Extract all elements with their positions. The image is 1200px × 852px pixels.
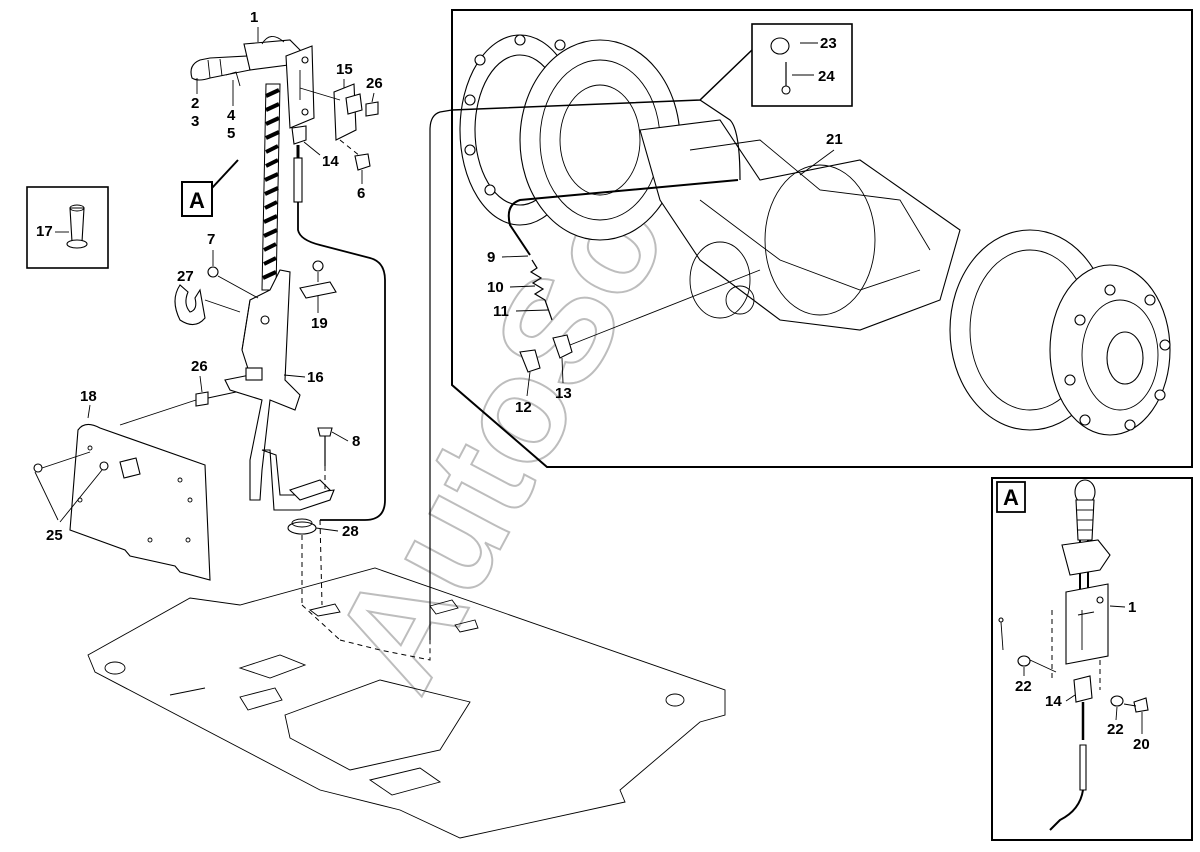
detail-callout-14: 14 bbox=[1045, 693, 1062, 710]
callout-1: 1 bbox=[250, 9, 258, 26]
bracket-16 bbox=[224, 269, 301, 501]
switch-19 bbox=[299, 281, 337, 299]
callout-28: 28 bbox=[342, 523, 359, 540]
screw-8 bbox=[317, 427, 333, 437]
detail-washer-22-right bbox=[1110, 695, 1124, 707]
callout-8: 8 bbox=[352, 433, 360, 450]
callout-24: 24 bbox=[818, 68, 835, 85]
clip-26-top bbox=[365, 101, 379, 117]
parking-lever-assembly bbox=[174, 36, 431, 661]
detail-view-a: A 1 22 14 bbox=[991, 477, 1193, 841]
bracket-23 bbox=[770, 37, 790, 55]
callout-12: 12 bbox=[515, 399, 532, 416]
detail-callout-22-left: 22 bbox=[1015, 678, 1032, 695]
cable-clevis bbox=[552, 334, 573, 359]
detail-bolt-20 bbox=[1133, 697, 1149, 713]
callout-11: 11 bbox=[493, 303, 509, 320]
detail-washer-22-left bbox=[1017, 655, 1031, 667]
axle-inset: 23 24 21 9 10 11 12 13 bbox=[429, 9, 1193, 640]
nut-6 bbox=[354, 153, 371, 171]
right-wheel-hub bbox=[949, 229, 1171, 436]
callout-4: 4 bbox=[227, 107, 236, 124]
callout-19: 19 bbox=[311, 315, 328, 332]
detail-callout-22-right: 22 bbox=[1107, 721, 1124, 738]
callout-18: 18 bbox=[80, 388, 97, 405]
callout-27: 27 bbox=[177, 268, 194, 285]
callout-7: 7 bbox=[207, 231, 215, 248]
view-tag-a: A bbox=[189, 188, 205, 213]
callout-10: 10 bbox=[487, 279, 504, 296]
cable-clevis-14 bbox=[291, 125, 307, 145]
left-wheel-hub bbox=[459, 34, 681, 241]
detail-plate-1 bbox=[1065, 583, 1109, 665]
callout-2: 2 bbox=[191, 95, 199, 112]
rivet-nut bbox=[69, 207, 85, 243]
detail-callout-20: 20 bbox=[1133, 736, 1150, 753]
cable-spring bbox=[529, 259, 546, 301]
screw-7 bbox=[207, 266, 219, 278]
axle-housing bbox=[639, 119, 961, 331]
callout-26-top: 26 bbox=[366, 75, 383, 92]
clip bbox=[519, 349, 541, 373]
callout-9: 9 bbox=[487, 249, 495, 266]
callout-13: 13 bbox=[555, 385, 572, 402]
clip-26-lower bbox=[195, 391, 209, 407]
callout-15: 15 bbox=[336, 61, 353, 78]
detail-tag-a: A bbox=[1003, 485, 1019, 510]
callout-26-lower: 26 bbox=[191, 358, 208, 375]
callout-25: 25 bbox=[46, 527, 63, 544]
clip-27 bbox=[174, 284, 206, 326]
floor-plate bbox=[87, 567, 726, 839]
nut-box: 17 bbox=[26, 186, 109, 269]
callout-16: 16 bbox=[307, 369, 324, 386]
callout-17: 17 bbox=[36, 223, 53, 240]
callout-3: 3 bbox=[191, 113, 199, 130]
detail-callout-1: 1 bbox=[1128, 599, 1136, 616]
callout-21: 21 bbox=[826, 131, 843, 148]
callout-14: 14 bbox=[322, 153, 339, 170]
detail-clevis-14 bbox=[1073, 675, 1093, 703]
callout-23: 23 bbox=[820, 35, 837, 52]
callout-5: 5 bbox=[227, 125, 235, 142]
cover-panel-18 bbox=[33, 399, 211, 581]
callout-6: 6 bbox=[357, 185, 365, 202]
